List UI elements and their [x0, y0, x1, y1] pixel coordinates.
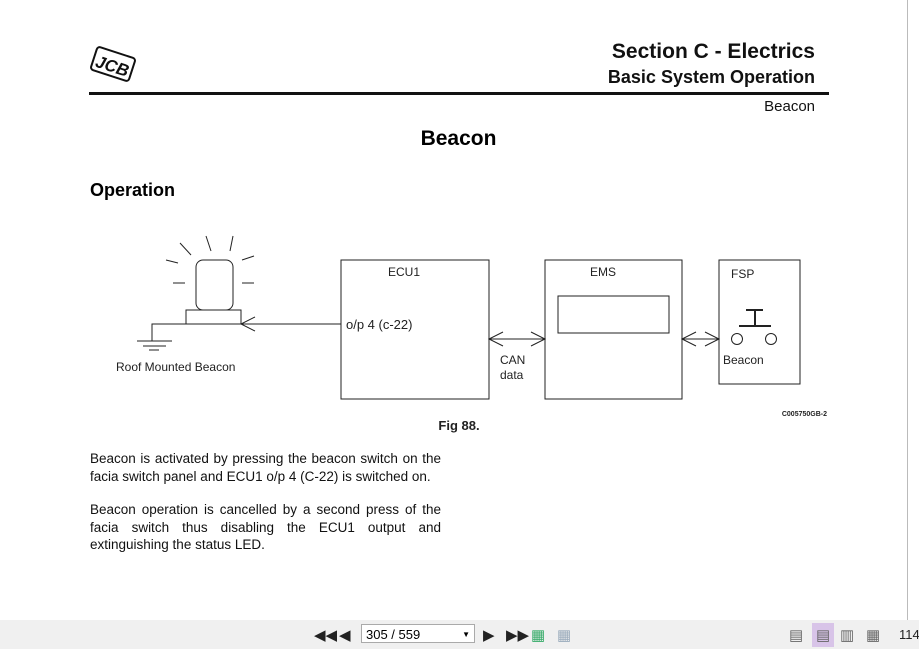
- zoom-level[interactable]: 114: [899, 627, 919, 642]
- fsp-box: [718, 259, 801, 385]
- fsp-label: FSP: [731, 267, 754, 281]
- paragraph: Beacon operation is cancelled by a secon…: [90, 502, 441, 552]
- topic-label: Beacon: [764, 98, 815, 115]
- previous-page-icon[interactable]: ◀: [339, 627, 351, 644]
- facing-pages-icon[interactable]: ▥: [840, 627, 855, 644]
- paragraph: Beacon is activated by pressing the beac…: [90, 451, 441, 484]
- section-heading: Operation: [90, 180, 176, 200]
- forward-view-icon[interactable]: ▦: [557, 627, 572, 644]
- beacon-diagram: Roof Mounted Beacon ECU1 o/p 4 (c-22) CA…: [116, 235, 827, 433]
- document-page: JCB Section C - Electrics Basic System O…: [89, 0, 908, 620]
- figure-caption: Fig 88.: [438, 418, 479, 433]
- first-page-icon[interactable]: ◀◀: [314, 627, 338, 644]
- switch-icon: [739, 309, 771, 327]
- fsp-arrow: [680, 331, 721, 347]
- can-arrow: [487, 331, 547, 347]
- continuous-facing-icon[interactable]: ▦: [866, 627, 881, 644]
- ecu-label: ECU1: [388, 265, 420, 279]
- ecu-output-label: o/p 4 (c-22): [346, 317, 412, 332]
- section-title: Section C - Electrics: [611, 40, 815, 63]
- single-page-icon[interactable]: ▤: [789, 627, 804, 644]
- subsection-title: Basic System Operation: [607, 67, 815, 87]
- ems-label: EMS: [590, 265, 616, 279]
- can-data-label: data: [500, 368, 524, 382]
- jcb-logo: JCB: [90, 46, 136, 82]
- back-view-icon[interactable]: ▦: [531, 627, 546, 644]
- ecu1-box: [340, 259, 490, 400]
- ems-box: [544, 259, 683, 400]
- page-number-value: 305 / 559: [366, 627, 421, 642]
- switch-label: Beacon: [723, 353, 764, 367]
- continuous-page-icon[interactable]: ▤: [812, 623, 835, 647]
- next-page-icon[interactable]: ▶: [483, 627, 495, 644]
- last-page-icon[interactable]: ▶▶: [506, 627, 530, 644]
- beacon-label: Roof Mounted Beacon: [116, 360, 235, 374]
- can-label: CAN: [500, 353, 525, 367]
- figure-code: C005750GB-2: [782, 411, 827, 418]
- page-title: Beacon: [420, 127, 497, 150]
- chevron-down-icon: ▼: [462, 630, 470, 639]
- beacon-icon: [137, 235, 255, 351]
- ems-display: [557, 295, 670, 334]
- header-rule: [89, 92, 829, 95]
- page-number-select[interactable]: 305 / 559 ▼: [361, 624, 475, 643]
